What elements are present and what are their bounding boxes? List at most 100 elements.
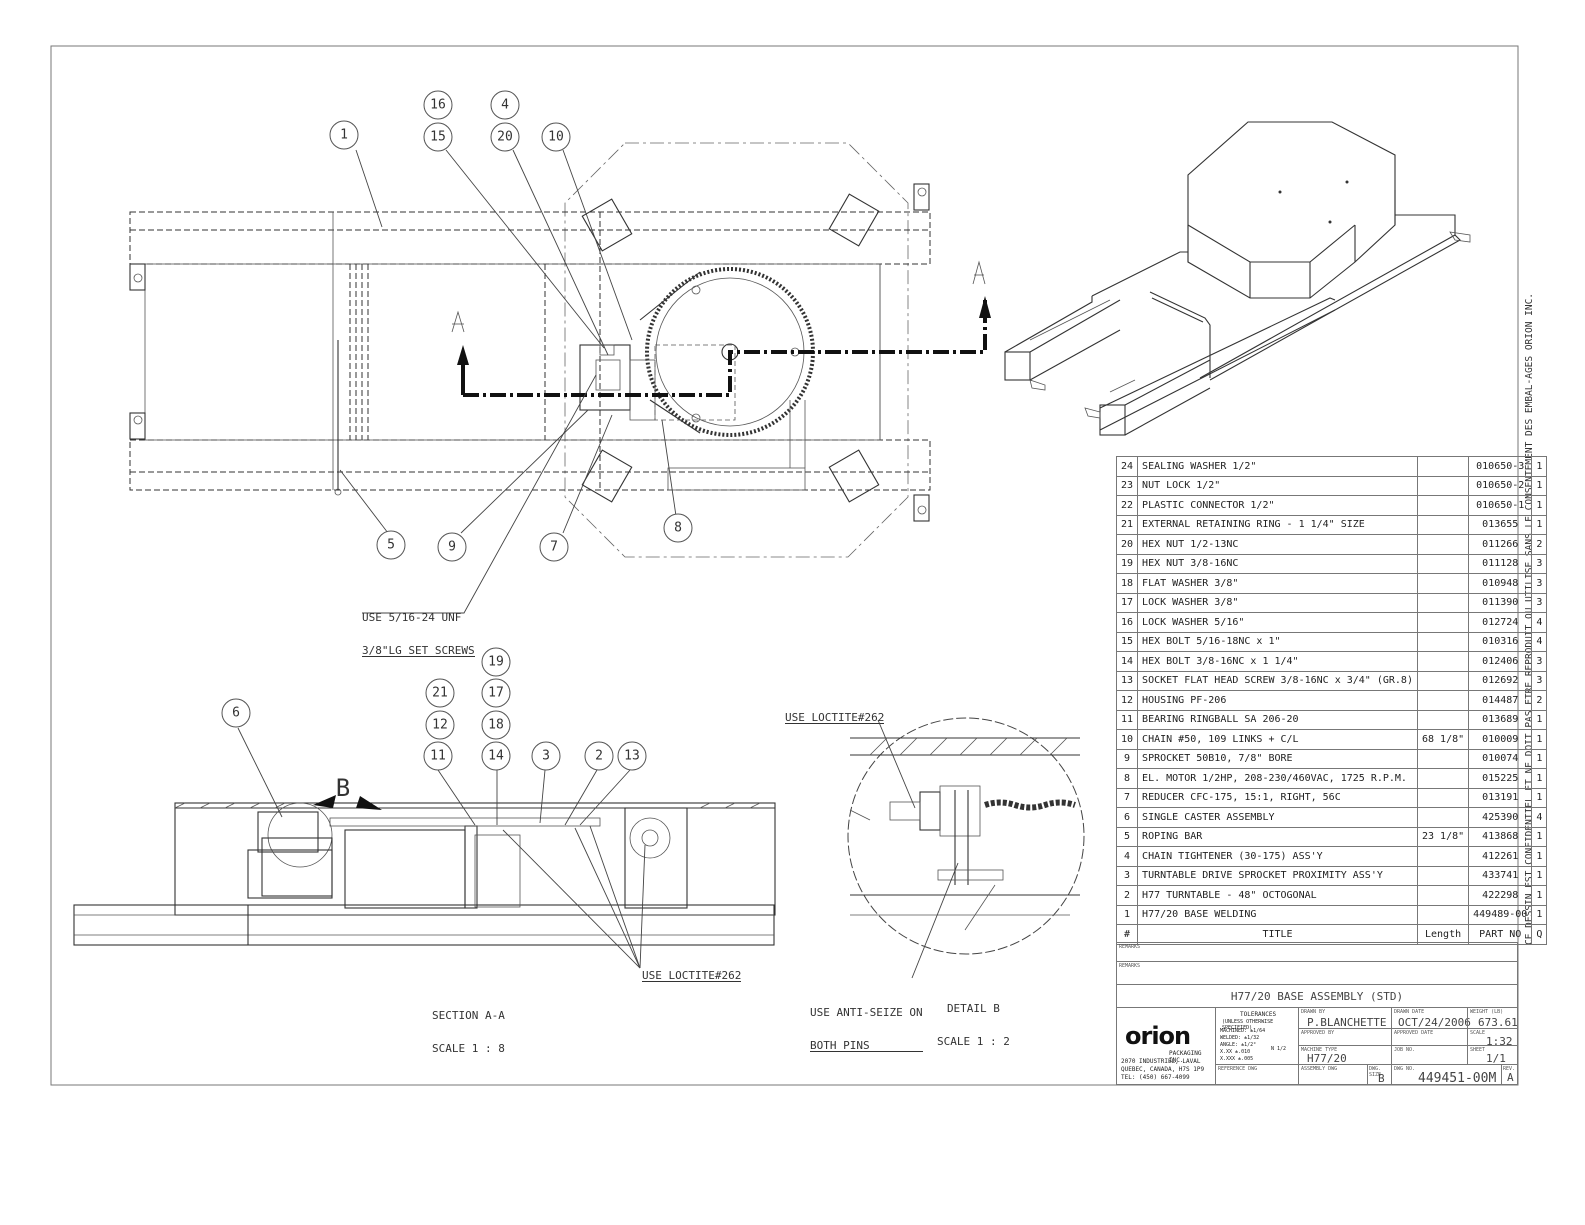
sheet-label: SHEET <box>1470 1047 1486 1053</box>
svg-text:7: 7 <box>550 540 558 555</box>
balloon-7: 7 <box>539 532 569 562</box>
bom-cell-qty: 1 <box>1531 904 1548 925</box>
detail-scale: SCALE 1 : 2 <box>937 1035 1010 1048</box>
bom-cell-length <box>1416 495 1470 516</box>
bom-cell-title: HEX BOLT 5/16-18NC x 1" <box>1137 631 1418 652</box>
bom-cell-length: 68 1/8" <box>1416 729 1470 750</box>
bom-cell-qty: 4 <box>1531 631 1548 652</box>
bom-cell-title: HOUSING PF-206 <box>1137 690 1418 711</box>
bom-cell-length <box>1416 573 1470 594</box>
bom-cell-no: 5 <box>1115 826 1139 847</box>
bom-cell-title: EXTERNAL RETAINING RING - 1 1/4" SIZE <box>1137 514 1418 535</box>
balloon-4: 4 <box>490 90 520 120</box>
bom-cell-title: SINGLE CASTER ASSEMBLY <box>1137 807 1418 828</box>
set-screws-line-2: 3/8"LG SET SCREWS <box>362 644 475 657</box>
section-a-a: B <box>73 727 776 969</box>
svg-text:11: 11 <box>430 749 446 764</box>
svg-text:5: 5 <box>387 538 395 553</box>
bom-cell-qty: 1 <box>1531 475 1548 496</box>
job-no-cell: JOB NO. <box>1391 1045 1468 1065</box>
scale-label: SCALE <box>1470 1030 1486 1036</box>
section-title: SECTION A-A <box>432 1009 505 1022</box>
dwg-no-label: DWG NO. <box>1394 1066 1416 1072</box>
reference-dwg-label: REFERENCE DWG <box>1218 1066 1258 1072</box>
dwg-size-value: B <box>1378 1072 1385 1085</box>
svg-text:15: 15 <box>430 130 446 145</box>
bom-cell-qty: 1 <box>1531 787 1548 808</box>
balloon-20: 20 <box>490 122 520 152</box>
balloon-18: 18 <box>481 710 511 740</box>
job-no-label: JOB NO. <box>1394 1047 1416 1053</box>
bom-header-part: PART NO <box>1468 924 1533 945</box>
bom-cell-qty: 1 <box>1531 768 1548 789</box>
balloon-8: 8 <box>663 513 693 543</box>
bom-cell-part: 010650-3 <box>1468 456 1533 477</box>
svg-text:16: 16 <box>430 98 446 113</box>
address-1: 2070 INDUSTRIEL, LAVAL <box>1121 1058 1201 1065</box>
bom-cell-length <box>1416 904 1470 925</box>
balloon-10: 10 <box>541 122 571 152</box>
bom-cell-length <box>1416 456 1470 477</box>
bom-cell-no: 14 <box>1115 651 1139 672</box>
svg-text:10: 10 <box>548 130 564 145</box>
dwg-size-cell: DWG. SIZE B <box>1367 1064 1392 1085</box>
remarks-label-1: REMARKS <box>1119 944 1141 950</box>
reference-dwg-cell: REFERENCE DWG <box>1215 1064 1299 1085</box>
bom-cell-qty: 1 <box>1531 885 1548 906</box>
bom-cell-part: 014487 <box>1468 690 1533 711</box>
loctite-note-section: USE LOCTITE#262 <box>642 969 742 982</box>
bom-cell-title: SPROCKET 50B10, 7/8" BORE <box>1137 748 1418 769</box>
svg-text:17: 17 <box>488 686 504 701</box>
svg-text:20: 20 <box>497 130 513 145</box>
bom-cell-no: 22 <box>1115 495 1139 516</box>
bom-cell-qty: 1 <box>1531 456 1548 477</box>
bom-header-length: Length <box>1416 924 1470 945</box>
loctite-note-detail: USE LOCTITE#262 <box>785 711 885 724</box>
tol-dec-2: X.XXX ±.005 <box>1220 1056 1254 1062</box>
bom-cell-no: 19 <box>1115 553 1139 574</box>
bom-cell-no: 10 <box>1115 729 1139 750</box>
bom-cell-length <box>1416 475 1470 496</box>
approved-by-cell: APPROVED BY <box>1298 1028 1392 1046</box>
svg-text:21: 21 <box>432 686 448 701</box>
svg-text:2: 2 <box>595 749 603 764</box>
svg-text:13: 13 <box>624 749 640 764</box>
bom-cell-no: 4 <box>1115 846 1139 867</box>
bom-cell-no: 20 <box>1115 534 1139 555</box>
tol-dec-1: X.XX ±.010 <box>1220 1049 1251 1055</box>
bom-cell-qty: 1 <box>1531 846 1548 867</box>
bom-cell-length <box>1416 514 1470 535</box>
bom-cell-part: 010650-2 <box>1468 475 1533 496</box>
top-view <box>129 142 991 558</box>
rev-cell: REV. A <box>1501 1064 1518 1085</box>
bom-cell-qty: 1 <box>1531 514 1548 535</box>
drawn-date-value: OCT/24/2006 <box>1398 1016 1471 1029</box>
bom-cell-qty: 2 <box>1531 690 1548 711</box>
bom-cell-part: 010009 <box>1468 729 1533 750</box>
balloon-6: 6 <box>221 698 251 728</box>
drawn-by-value: P.BLANCHETTE <box>1307 1016 1387 1029</box>
bom-cell-part: 013689 <box>1468 709 1533 730</box>
bom-cell-part: 010650-1 <box>1468 495 1533 516</box>
scale-value: 1:32 <box>1486 1035 1513 1048</box>
balloon-21: 21 <box>425 678 455 708</box>
bom-cell-part: 449489-00 <box>1468 904 1533 925</box>
bom-cell-part: 412261 <box>1468 846 1533 867</box>
bom-cell-title: EL. MOTOR 1/2HP, 208-230/460VAC, 1725 R.… <box>1137 768 1418 789</box>
bom-cell-length <box>1416 690 1470 711</box>
bom-cell-part: 433741 <box>1468 865 1533 886</box>
bom-cell-title: PLASTIC CONNECTOR 1/2" <box>1137 495 1418 516</box>
svg-text:3: 3 <box>542 749 550 764</box>
section-a-a-label: SECTION A-A SCALE 1 : 8 <box>432 988 505 1065</box>
bom-cell-part: 011390 <box>1468 592 1533 613</box>
sheet-cell: SHEET 1/1 <box>1467 1045 1518 1065</box>
